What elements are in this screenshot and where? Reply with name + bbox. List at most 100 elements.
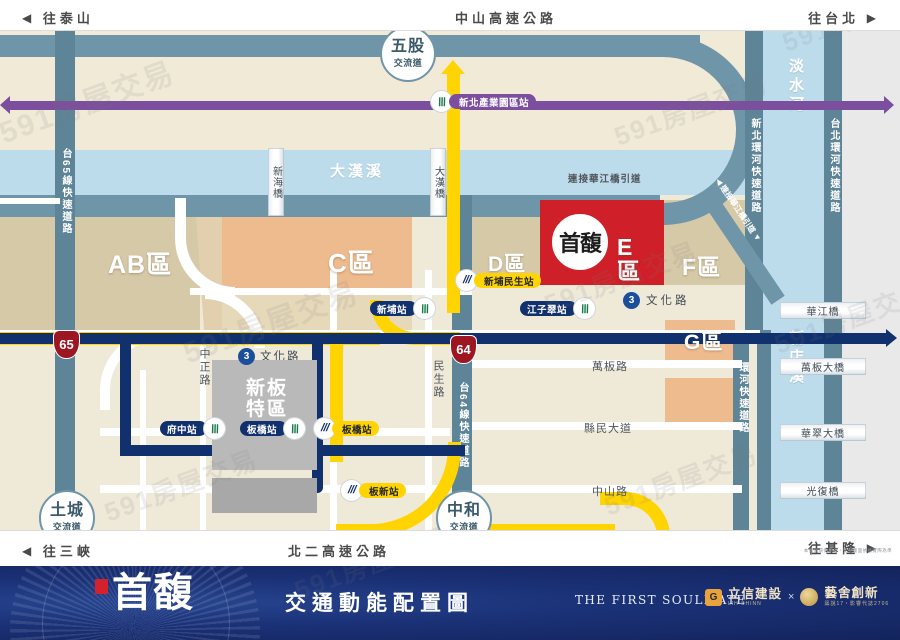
interchange-name: 五股 [390, 38, 425, 56]
interchange-tucheng[interactable]: 土城 交流道 [39, 490, 95, 530]
partner-logo-icon [800, 588, 819, 607]
expressway-label-huajiang-h: 連接華江橋引道 [568, 174, 642, 185]
banner-developers: G 立信建設 LIH SHINN × 藝舍創新 築說17・影響代誌2706 [705, 586, 890, 608]
brand-name: 首馥 [112, 569, 194, 616]
banner-tagline: THE FIRST SOULMATE [575, 593, 747, 607]
banner-brand-logo: 首馥 [95, 573, 194, 613]
river-tamsui [762, 30, 824, 315]
mrt-navy-connector [120, 333, 131, 453]
map-disclaimer: ．本圖僅環供參考，完整圖面依據實際為準 [798, 548, 892, 553]
expressway-huanhe-outer [757, 330, 771, 530]
station-banxin[interactable]: /// 板新站 [340, 479, 407, 502]
mrt-navy-vertical-banqiao [312, 333, 323, 458]
mrt-navy-arrow-right [886, 329, 897, 347]
road-label-minsheng: 民生路 [432, 360, 444, 399]
district-label-d: D區 [488, 253, 527, 276]
brand-seal-square-icon [95, 578, 108, 594]
arrow-left-icon: ◀ [22, 544, 36, 558]
partner-name: 藝舍創新 [824, 586, 879, 600]
developer-name: 立信建設 [728, 586, 783, 601]
shinban-special-zone [212, 360, 317, 470]
lrt-yellow-vertical-north [447, 70, 460, 313]
bottom-edge-bar [0, 530, 900, 566]
road-nw [0, 198, 60, 204]
expressway-label-tw65: 台65線快速道路 [60, 148, 71, 236]
road-label-zhongshan: 中山路 [592, 486, 628, 498]
bridge-dahan: 大漢橋 [430, 148, 446, 216]
station-xinbei-industrial-park[interactable]: \\\ 新北產業園區站 [430, 90, 537, 113]
road-label-wanban: 萬板路 [592, 361, 628, 373]
shinban-south-block [212, 478, 317, 513]
river-label-tamsui: 淡水河 [787, 58, 804, 115]
road-xianmin [472, 422, 742, 430]
expressway-label-tw64: 台64線快速道路 [457, 382, 468, 470]
interchange-wugu[interactable]: 五股 交流道 [380, 30, 436, 82]
highway-shield-65: 65 [53, 330, 80, 359]
expressway-huajiang-approach [0, 195, 660, 217]
lrt-yellow-arrow-up [441, 60, 465, 74]
highway-shield-64: 64 [450, 335, 477, 364]
mrt-icon: \\\ [203, 417, 227, 440]
lrt-yellow-south-h [455, 524, 615, 530]
mrt-icon: \\\ [573, 297, 597, 320]
arrow-right-icon: ▶ [866, 541, 880, 555]
bridge-huajiang: 華江橋 [780, 302, 866, 319]
land-g-south-block [665, 378, 735, 422]
interchange-zhonghe[interactable]: 中和 交流道 [436, 490, 492, 530]
expressway-huanhe-inner [733, 330, 749, 530]
station-xinpu-minsheng[interactable]: /// 新埔民生站 [455, 269, 542, 292]
map-canvas: 大漢溪 淡水河 新店溪 連接華江橋引道 ◀ 連接華江橋引道 ▼ 台65線快速道路… [0, 30, 900, 530]
project-seal-text: 首馥 [558, 231, 602, 257]
station-label: 板橋站 [332, 421, 380, 436]
route-badge-3-east: 3 [623, 292, 640, 309]
road-minsheng-2 [425, 270, 432, 530]
station-label: 板橋站 [240, 421, 288, 436]
interchange-name: 土城 [49, 502, 84, 520]
bridge-huacui: 華翠大橋 [780, 424, 866, 441]
mrt-icon: \\\ [413, 297, 437, 320]
bottom-left-direction: ◀ 往三峽 [22, 544, 94, 559]
station-label: 府中站 [160, 421, 208, 436]
project-seal: 首馥 [551, 213, 609, 271]
expressway-north-trunk [0, 35, 700, 57]
bottom-banner: 首馥 交通動能配置圖 THE FIRST SOULMATE G 立信建設 LIH… [0, 565, 900, 640]
top-left-direction: ◀ 往泰山 [22, 11, 94, 26]
station-banqiao-lrt[interactable]: /// 板橋站 [313, 417, 380, 440]
top-edge-bar [0, 0, 900, 31]
land-ab-block [0, 200, 200, 330]
mrt-purple-arrow-right [884, 96, 894, 114]
station-banqiao-mrt[interactable]: \\\ 板橋站 [240, 417, 307, 440]
top-right-direction: 往台北 ▶ [808, 11, 880, 26]
mrt-navy-main-line [0, 333, 888, 344]
partner-separator: × [788, 591, 795, 604]
station-label: 新埔民生站 [474, 273, 542, 288]
route-badge-3-west: 3 [238, 348, 255, 365]
road-label-xianmin: 縣民大道 [584, 423, 632, 435]
developer-logo-icon: G [705, 588, 722, 606]
interchange-sub: 交流道 [449, 521, 479, 530]
bridge-wanban: 萬板大橋 [780, 358, 866, 375]
road-label-zhongzheng: 中正路 [198, 348, 210, 387]
mrt-icon: \\\ [283, 417, 307, 440]
bridge-xinhai: 新海橋 [268, 148, 284, 216]
arrow-left-icon: ◀ [22, 11, 36, 25]
interchange-sub: 交流道 [393, 57, 423, 68]
station-xinpu[interactable]: \\\ 新埔站 [370, 297, 437, 320]
station-fuzhong[interactable]: \\\ 府中站 [160, 417, 227, 440]
district-label-ab: AB區 [108, 251, 173, 279]
expressway-label-xinbei-huanhe: 新北環河快速道路 [749, 118, 760, 214]
river-dahan [0, 150, 760, 195]
partner-subtitle: 築說17・影響代誌2706 [824, 601, 890, 608]
interchange-sub: 交流道 [52, 521, 82, 530]
station-jiangzicui[interactable]: \\\ 江子翠站 [520, 297, 597, 320]
district-label-f: F區 [682, 254, 722, 280]
station-label: 江子翠站 [520, 301, 578, 316]
mrt-navy-stub-south [312, 455, 323, 493]
road-wanban [472, 360, 742, 368]
expressway-label-taipei-huanhe: 台北環河快速道路 [828, 118, 839, 214]
station-label: 新北產業園區站 [449, 94, 537, 109]
district-label-g: G區 [684, 331, 724, 354]
arrow-right-icon: ▶ [866, 11, 880, 25]
